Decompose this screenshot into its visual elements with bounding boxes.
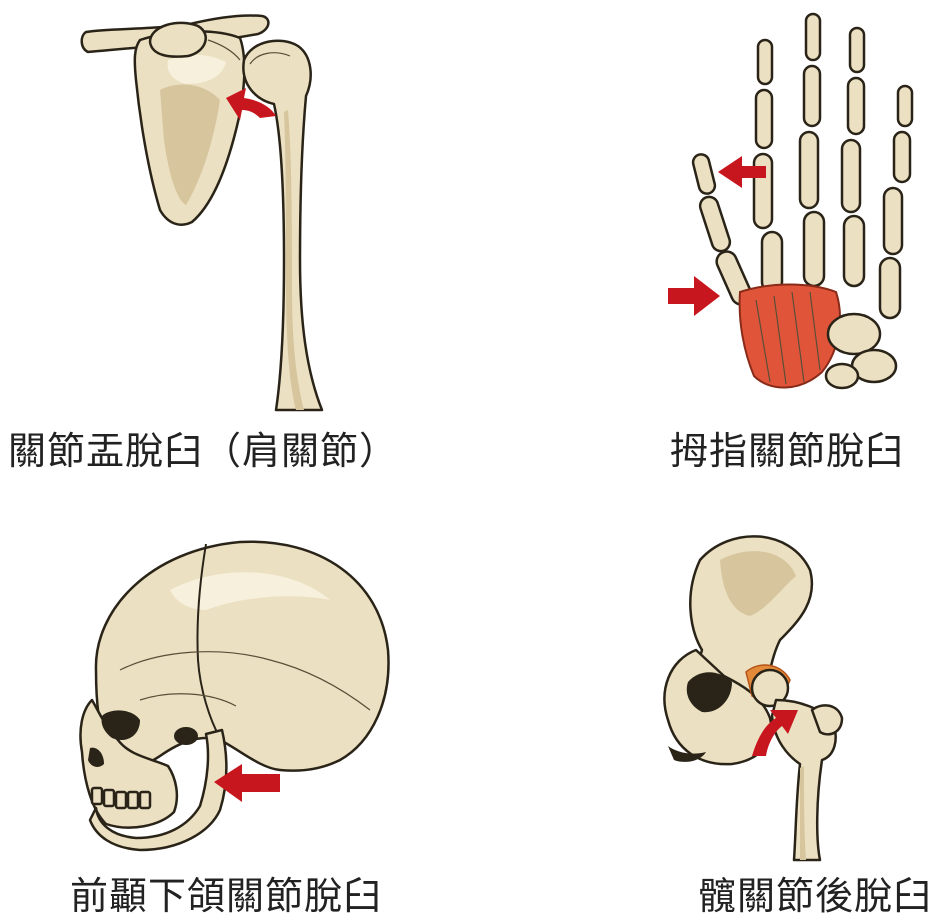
- caption-shoulder: 關節盂脫臼（肩關節）: [8, 420, 398, 475]
- caption-thumb: 拇指關節脫臼: [670, 420, 904, 475]
- teeth: [92, 788, 150, 808]
- panel-shoulder: 關節盂脫臼（肩關節）: [0, 0, 470, 480]
- muscle-patch: [740, 285, 840, 388]
- caption-hip: 髖關節後脫臼: [698, 865, 932, 920]
- hand-illustration: [470, 0, 938, 410]
- panel-thumb: 拇指關節脫臼: [470, 0, 938, 480]
- panel-hip: 髖關節後脫臼: [470, 520, 938, 920]
- finger-bones: [754, 14, 912, 318]
- shoulder-illustration: [0, 0, 470, 420]
- caption-jaw: 前顳下頜關節脫臼: [70, 865, 382, 920]
- panel-jaw: 前顳下頜關節脫臼: [0, 520, 470, 920]
- hip-illustration: [470, 520, 938, 860]
- skull-illustration: [0, 520, 470, 860]
